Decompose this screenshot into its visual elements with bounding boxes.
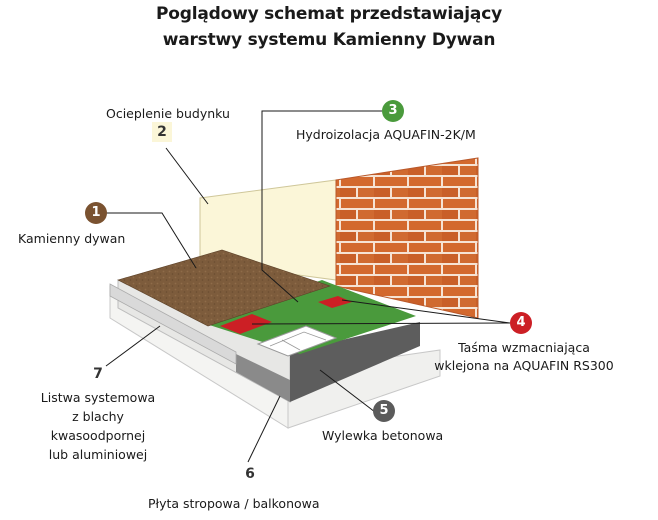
tape-strip-2	[318, 296, 352, 308]
leader-line-7	[105, 325, 161, 367]
brick-wall	[335, 157, 479, 319]
number-6: 6	[245, 466, 255, 482]
diagram-title-line1: Poglądowy schemat przedstawiający	[156, 4, 502, 24]
leader-line-4b	[341, 299, 511, 324]
leader-line-4a	[251, 322, 511, 325]
leader-line-6	[247, 395, 281, 463]
tape-strip-1	[220, 314, 272, 334]
leader-line-2	[165, 147, 209, 205]
label-strip-line2: z blachy	[72, 409, 124, 424]
label-stone-carpet: Kamienny dywan	[18, 231, 126, 246]
leader-line-3	[261, 110, 382, 303]
leader-line-5	[319, 369, 376, 413]
label-tape-line1: Taśma wzmacniająca	[458, 340, 590, 355]
label-insulation: Ocieplenie budynku	[106, 106, 230, 121]
number-7: 7	[93, 366, 103, 382]
drain-grate	[256, 325, 338, 357]
system-strip	[109, 283, 237, 365]
label-strip-line4: lub aluminiowej	[48, 447, 148, 462]
leader-line-1	[100, 212, 197, 269]
badge-4: 4	[510, 312, 532, 334]
label-strip-line1: Listwa systemowa	[40, 390, 156, 405]
stone-carpet-layer	[117, 249, 331, 327]
diagram-title-line2: warstwy systemu Kamienny Dywan	[162, 30, 496, 50]
badge-5: 5	[373, 400, 395, 422]
label-tape-line2: wklejona na AQUAFIN RS300	[434, 358, 614, 373]
label-floor-slab: Płyta stropowa / balkonowa	[148, 496, 320, 511]
label-concrete-screed: Wylewka betonowa	[322, 428, 444, 443]
label-strip-line3: kwasoodpornej	[50, 428, 146, 443]
membrane-layer	[200, 280, 416, 354]
number-2: 2	[152, 122, 172, 142]
label-waterproofing: Hydroizolacja AQUAFIN-2K/M	[296, 127, 476, 142]
leader-lines	[100, 110, 511, 463]
badge-1: 1	[85, 202, 107, 224]
badge-3: 3	[382, 100, 404, 122]
